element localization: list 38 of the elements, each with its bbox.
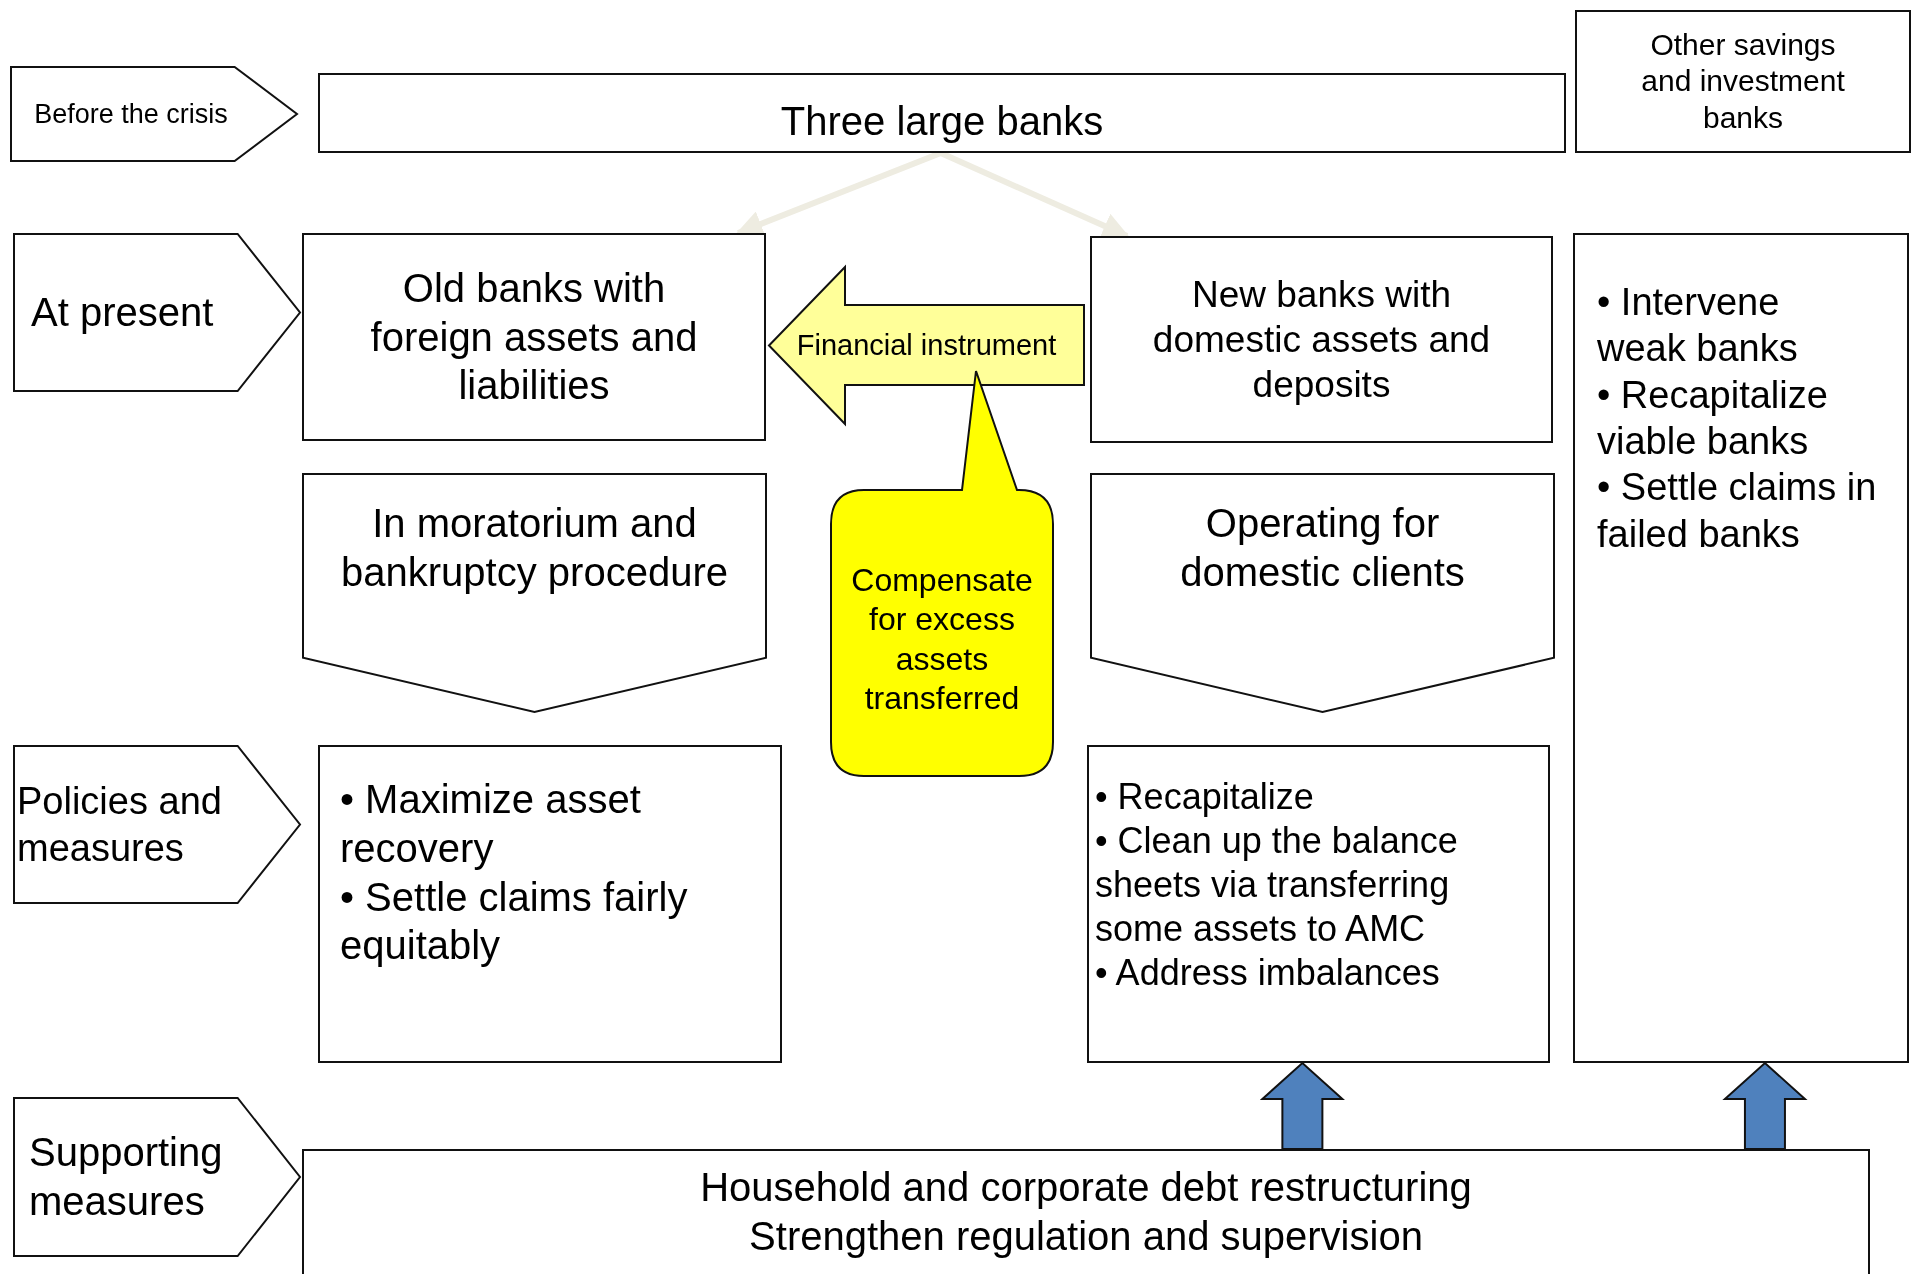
row-label-tab	[13, 233, 301, 392]
box	[318, 745, 782, 1063]
label-text: Supporting measures	[29, 1129, 224, 1225]
label-text: Financial instrument	[795, 327, 1058, 363]
bullet-item: • Settle claims in failed banks	[1597, 465, 1877, 557]
label-text: Strengthen regulation and supervision	[748, 1212, 1424, 1260]
bullet-item: • Address imbalances	[1095, 950, 1441, 995]
row-label-tab	[10, 66, 298, 162]
row-label-tab	[13, 745, 301, 904]
block-arrow	[1259, 1061, 1345, 1150]
label-text: Other savings and investment banks	[1640, 26, 1846, 136]
box	[1575, 10, 1911, 153]
label-text: Compensate for excess assets transferred	[850, 561, 1034, 718]
box	[1087, 745, 1550, 1063]
label-text: Old banks with foreign assets and liabilities	[369, 264, 699, 410]
label-text: In moratorium and bankruptcy procedure	[340, 500, 729, 596]
bullet-item: • Recapitalize viable banks	[1597, 372, 1829, 465]
box	[1090, 236, 1553, 443]
bullet-item: • Maximize asset recovery	[340, 776, 642, 872]
block-arrow	[1722, 1061, 1808, 1150]
box	[1573, 233, 1909, 1063]
row-label-tab	[13, 1097, 301, 1257]
left-pointing-banner	[768, 266, 1085, 425]
chevron-box	[302, 473, 767, 713]
bullet-item: • Intervene weak banks	[1597, 280, 1799, 372]
label-text: New banks with domestic assets and deposits	[1151, 272, 1492, 408]
label-text: Before the crisis	[33, 97, 229, 131]
label-text: Operating for domestic clients	[1179, 500, 1466, 596]
callout-bubble	[830, 370, 1054, 777]
box	[318, 73, 1566, 153]
bullet-item: • Clean up the balance sheets via transferring some assets to AMC	[1095, 818, 1459, 951]
label-text: At present	[31, 289, 215, 337]
label-text: Household and corporate debt restructuring	[699, 1164, 1473, 1211]
label-text: Three large banks	[779, 98, 1105, 145]
label-text: Policies and measures	[17, 779, 223, 871]
bullet-item: • Settle claims fairly equitably	[340, 873, 689, 970]
bullet-item: • Recapitalize	[1095, 775, 1315, 819]
chevron-box	[1090, 473, 1555, 713]
